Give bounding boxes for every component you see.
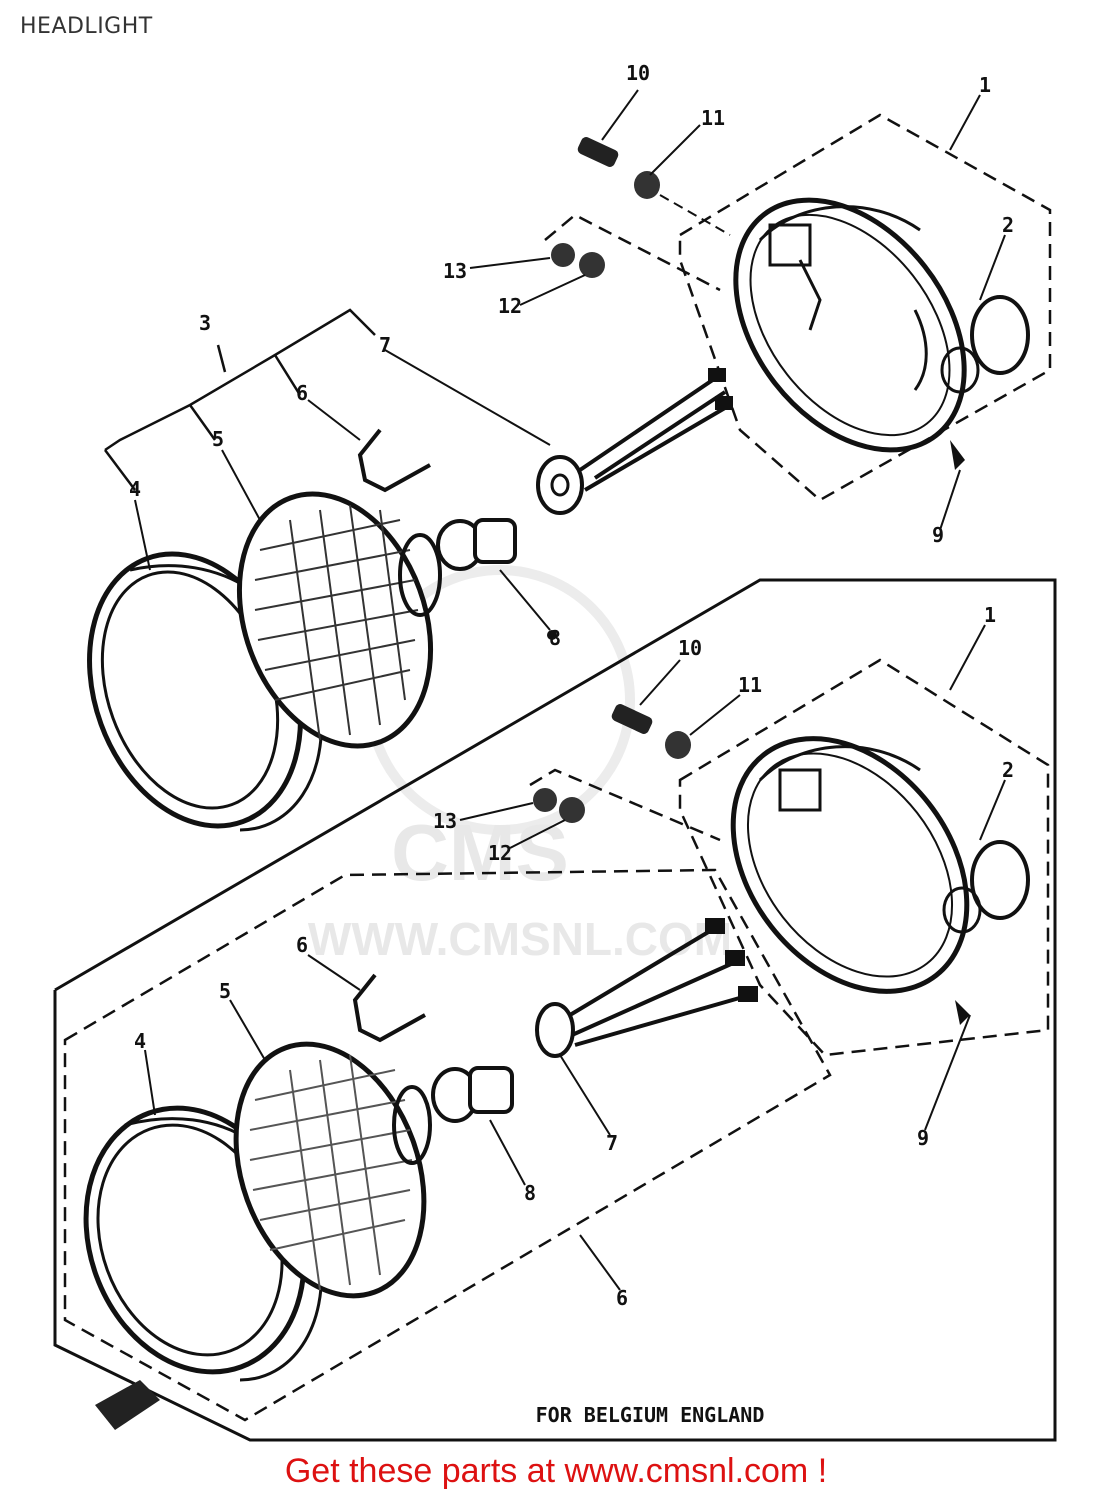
watermark-url-text: WWW.CMSNL.COM: [308, 913, 732, 965]
upper-label-13: 13: [443, 259, 467, 283]
upper-label-2: 2: [1002, 213, 1014, 237]
lower-label-8: 8: [524, 1181, 536, 1205]
lower-label-13: 13: [433, 809, 457, 833]
upper-label-9: 9: [932, 523, 944, 547]
lower-lens-dashed-box: [63, 868, 832, 1422]
upper-label-3: 3: [199, 311, 211, 335]
upper-label-12: 12: [498, 294, 522, 318]
upper-bolt-10: [577, 89, 639, 167]
lower-label-14: 6: [616, 1286, 628, 1310]
lower-assembly: 10 11 1 2 13 12 6 5 4 8 7 9 6 FOR BELGIU…: [53, 578, 1057, 1442]
upper-spring-6: [357, 428, 431, 493]
upper-headlight-housing: [733, 197, 1030, 470]
footer-link-text[interactable]: Get these parts at www.cmsnl.com !: [284, 1452, 828, 1490]
lower-label-5: 5: [219, 979, 231, 1003]
upper-label-5: 5: [212, 427, 224, 451]
upper-label-4: 4: [129, 477, 141, 501]
upper-washer-11: [634, 124, 731, 236]
lower-bulb-8: [431, 1066, 514, 1123]
watermark-logo-text: CMS: [391, 808, 569, 897]
upper-callout-bracket-3: [104, 308, 376, 491]
upper-label-10: 10: [626, 61, 650, 85]
upper-assembly: 10 11 1 2 13 12 3 7 6 5 4 8 9: [87, 61, 1052, 832]
lower-lens-unit-5: [233, 1041, 432, 1299]
lower-label-11: 11: [738, 673, 762, 697]
page-title: HEADLIGHT: [20, 14, 153, 39]
upper-socket-7: [536, 368, 733, 515]
lower-spring-6: [352, 973, 426, 1043]
lower-label-10: 10: [678, 636, 702, 660]
lower-washer-13: [533, 788, 557, 812]
lower-label-7: 7: [606, 1131, 618, 1155]
upper-label-1: 1: [979, 73, 991, 97]
lower-clip-part: [95, 1380, 160, 1430]
lower-label-4: 4: [134, 1029, 146, 1053]
upper-housing-dashed-box: [678, 113, 1052, 502]
lower-outer-frame: [53, 578, 1057, 1442]
lower-nut-12: [559, 797, 585, 823]
upper-label-11: 11: [701, 106, 725, 130]
upper-label-7: 7: [379, 333, 391, 357]
lower-housing-dashed-box: [678, 658, 1050, 1057]
lower-label-2: 2: [1002, 758, 1014, 782]
lower-washer-11: [665, 731, 691, 759]
upper-bulb-8: [436, 518, 557, 640]
upper-label-8: 8: [549, 626, 561, 650]
upper-label-6: 6: [296, 381, 308, 405]
lower-label-1: 1: [984, 603, 996, 627]
lower-label-12: 12: [488, 841, 512, 865]
region-note: FOR BELGIUM ENGLAND: [536, 1403, 765, 1427]
upper-lens-unit-5: [236, 491, 442, 749]
lower-socket-7: [535, 918, 758, 1058]
lower-headlight-housing: [730, 736, 1030, 1025]
lower-label-9: 9: [917, 1126, 929, 1150]
lower-bolt-10: [611, 704, 653, 734]
upper-nut-13-washer-12: [469, 213, 721, 306]
lower-label-6: 6: [296, 933, 308, 957]
